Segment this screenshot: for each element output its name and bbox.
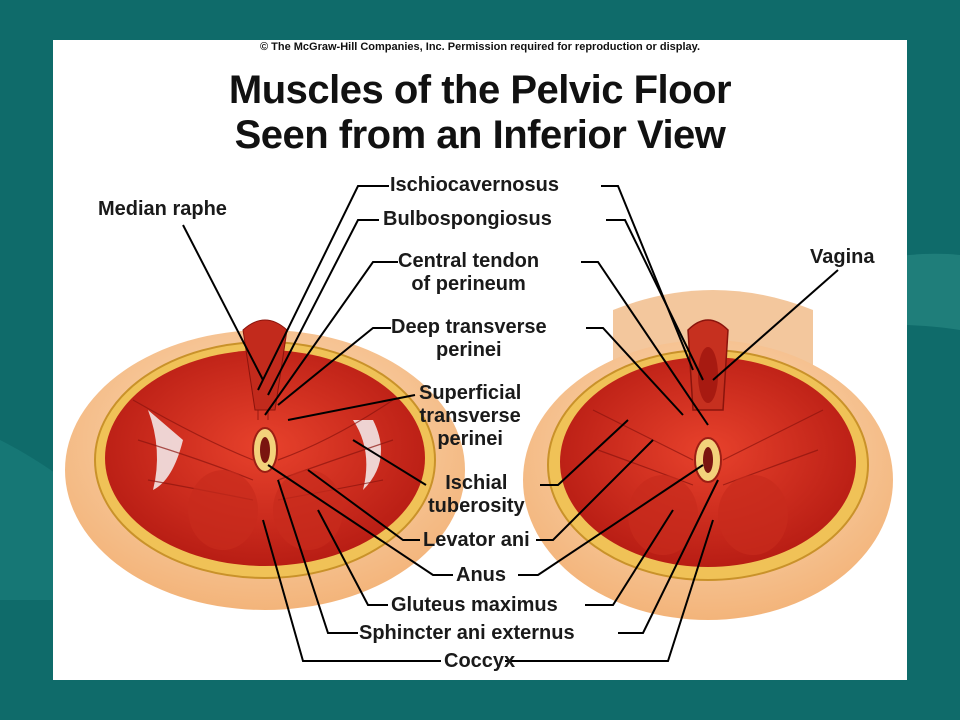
label-sphincter-ani-externus: Sphincter ani externus: [359, 622, 575, 644]
label-ischiocavernosus: Ischiocavernosus: [390, 174, 559, 196]
label-superficial-line-2: transverse: [419, 405, 521, 427]
page-title: Muscles of the Pelvic Floor Seen from an…: [53, 68, 907, 158]
diagram-panel: © The McGraw-Hill Companies, Inc. Permis…: [53, 40, 907, 680]
label-superficial-transverse: Superficial transverse perinei: [419, 382, 521, 451]
label-ischial-line-2: tuberosity: [428, 495, 525, 517]
label-deep-transverse: Deep transverse perinei: [391, 316, 547, 362]
label-anus: Anus: [456, 564, 506, 586]
title-line-1: Muscles of the Pelvic Floor: [228, 68, 732, 112]
pelvic-floor-illustration: [65, 185, 893, 662]
leader-lines: [182, 185, 839, 662]
label-deep-transverse-line-1: Deep transverse: [391, 316, 547, 338]
label-gluteus-maximus: Gluteus maximus: [391, 594, 558, 616]
label-central-tendon-line-2: of perineum: [411, 273, 526, 295]
female-pelvic-floor-figure: [523, 290, 893, 620]
label-ischial-line-1: Ischial: [445, 472, 508, 494]
label-superficial-line-3: perinei: [437, 428, 503, 450]
label-ischial-tuberosity: Ischial tuberosity: [428, 472, 525, 518]
label-deep-transverse-line-2: perinei: [436, 339, 502, 361]
label-levator-ani: Levator ani: [423, 529, 530, 551]
copyright-notice: © The McGraw-Hill Companies, Inc. Permis…: [259, 41, 701, 53]
label-coccyx: Coccyx: [444, 650, 516, 672]
label-central-tendon-line-1: Central tendon: [398, 250, 540, 272]
label-superficial-line-1: Superficial: [419, 382, 522, 404]
label-vagina: Vagina: [810, 246, 875, 268]
label-central-tendon: Central tendon of perineum: [398, 250, 539, 296]
label-bulbospongiosus: Bulbospongiosus: [383, 208, 552, 230]
male-pelvic-floor-figure: [65, 319, 465, 610]
title-line-2: Seen from an Inferior View: [234, 113, 726, 157]
label-median-raphe: Median raphe: [98, 198, 227, 220]
